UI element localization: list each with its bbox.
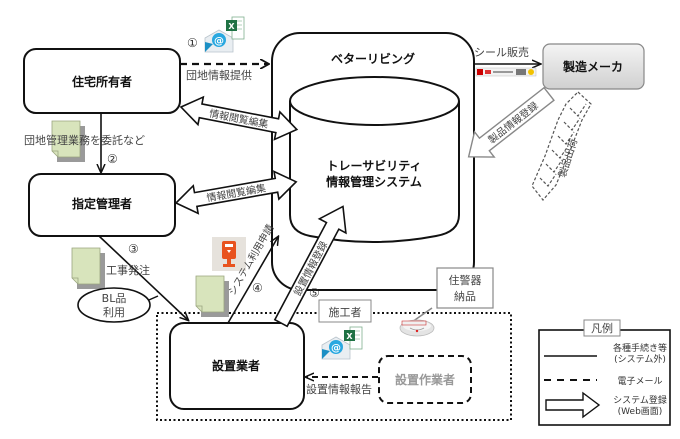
smoke-alarm-icon	[399, 319, 435, 337]
legend: 凡例 各種手続き等 (システム外) 電子メール システム登録 (Web画面)	[538, 319, 671, 426]
seal-label-icon	[475, 67, 537, 77]
document-icon	[51, 120, 85, 162]
svg-text:X: X	[346, 332, 353, 341]
terminal-icon	[212, 237, 246, 271]
installation-worker-box[interactable]	[378, 355, 472, 404]
seal-sales-label: シール販売	[474, 46, 529, 59]
step-1: ①	[187, 36, 198, 50]
email-icon: @	[204, 29, 234, 53]
svg-text:利用: 利用	[103, 306, 125, 319]
legend-title: 凡例	[591, 321, 613, 335]
installation-info-report-label: 設置情報報告	[306, 382, 372, 396]
manufacturer-box[interactable]	[542, 43, 645, 90]
designated-manager-label: 指定管理者	[72, 196, 132, 211]
svg-text:各種手続き等: 各種手続き等	[613, 342, 667, 354]
product-shipment-arrow	[531, 91, 592, 201]
svg-text:電子メール: 電子メール	[617, 376, 662, 387]
email-icon: @	[321, 336, 351, 360]
installer-label: 設置業者	[212, 358, 260, 373]
alarm-delivery-callout: 住警器 納品	[411, 267, 494, 323]
system-use-application-arrow	[227, 237, 278, 324]
document-icon	[195, 275, 229, 317]
constructor-label-box	[318, 299, 372, 323]
svg-text:@: @	[331, 343, 341, 354]
designated-manager-box[interactable]	[28, 173, 176, 237]
traceability-system-cylinder: トレーサビリティ 情報管理システム	[289, 76, 460, 243]
better-living-label: ベターリビング	[331, 51, 415, 66]
bl-use-callout: BL品 利用	[77, 287, 159, 323]
legend-block-arrow	[545, 391, 601, 419]
svg-text:システム登録: システム登録	[613, 394, 667, 406]
svg-text:X: X	[228, 22, 235, 31]
step-4: ④	[252, 281, 263, 295]
svg-text:納品: 納品	[454, 290, 476, 303]
svg-text:製品情報登録: 製品情報登録	[485, 99, 540, 146]
svg-text:住警器: 住警器	[449, 273, 482, 287]
estate-mgmt-delegation-label: 団地管理業務を委託など	[24, 133, 145, 147]
svg-text:情報閲覧編集: 情報閲覧編集	[208, 107, 269, 131]
constructor-label: 施工者	[329, 306, 362, 319]
installation-worker-label: 設置作業者	[395, 372, 455, 387]
homeowner-box[interactable]	[23, 48, 181, 114]
system-label-line2: 情報管理システム	[326, 174, 422, 189]
homeowner-label: 住宅所有者	[72, 74, 132, 89]
svg-text:@: @	[214, 36, 224, 47]
estate-info-provision-label: 団地情報提供	[186, 68, 252, 82]
construction-order-arrow	[98, 235, 188, 320]
svg-text:(システム外): (システム外)	[614, 353, 666, 365]
manufacturer-label: 製造メーカ	[562, 59, 623, 74]
excel-icon: X	[226, 16, 245, 40]
step-5: ⑤	[309, 286, 320, 300]
step-3: ③	[128, 242, 139, 256]
document-icon	[71, 247, 105, 289]
step-2: ②	[107, 152, 118, 166]
system-label-line1: トレーサビリティ	[326, 158, 421, 173]
excel-icon: X	[344, 326, 363, 350]
svg-text:(Web画面): (Web画面)	[618, 406, 663, 417]
installer-box[interactable]	[169, 322, 305, 410]
construction-order-label: 工事発注	[106, 263, 150, 277]
svg-text:BL品: BL品	[102, 292, 127, 305]
